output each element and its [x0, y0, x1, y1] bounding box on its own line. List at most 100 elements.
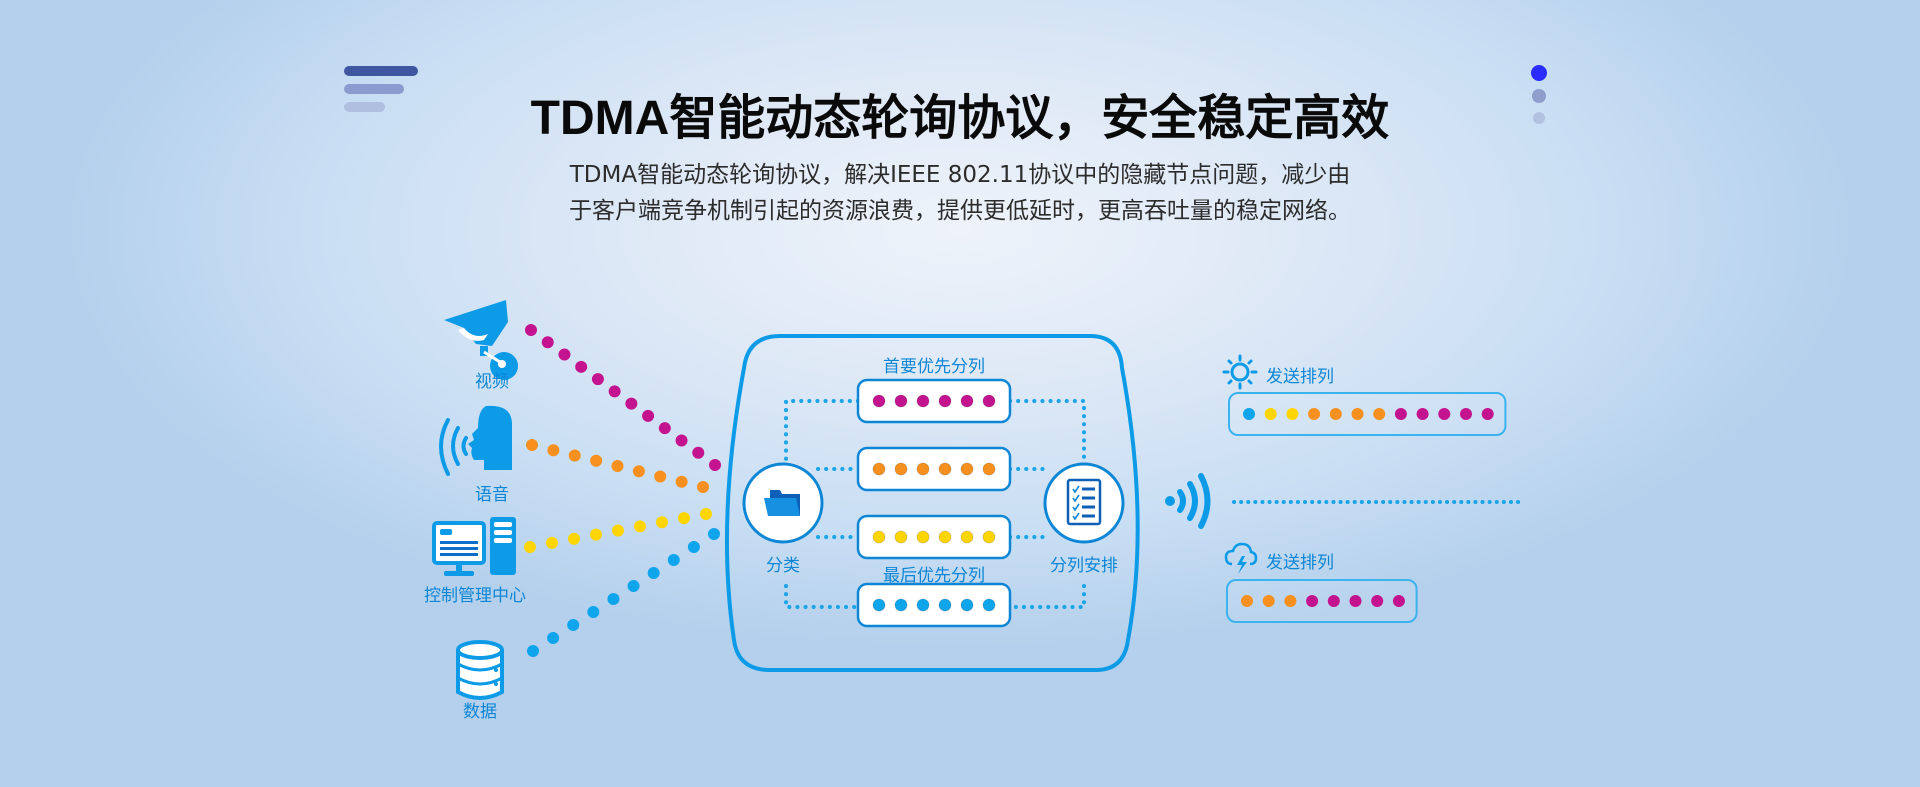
stream-packet: [700, 508, 712, 520]
send-queue-box: [1226, 579, 1418, 623]
queue-packet: [894, 462, 908, 476]
queue-data: [856, 582, 1012, 628]
queue-packet: [872, 598, 886, 612]
stream-packet: [625, 397, 638, 410]
source-stream-data: [527, 528, 720, 657]
cloud-lightning-icon: [1224, 542, 1258, 574]
page-title: TDMA智能动态轮询协议，安全稳定高效: [530, 92, 1390, 145]
speaking-head-icon: [439, 405, 512, 476]
stream-packet: [627, 580, 640, 592]
pager: [1528, 64, 1552, 128]
send-packet: [1306, 595, 1319, 607]
send-packet: [1327, 595, 1340, 607]
send-packet: [1286, 408, 1299, 420]
source-label-data: 数据: [463, 702, 497, 722]
queue-control: [856, 514, 1012, 560]
queue-box: [856, 378, 1012, 424]
arrange-label: 分列安排: [1050, 556, 1118, 576]
stream-packet: [587, 606, 600, 618]
stream-packet: [525, 324, 537, 336]
queue-packet: [960, 462, 974, 476]
stream-packet: [612, 524, 624, 537]
send-packet: [1349, 595, 1362, 607]
queue-packet: [894, 394, 908, 408]
stream-packet: [654, 470, 667, 483]
output-queues: [1226, 392, 1507, 623]
computer-icon: [432, 517, 516, 576]
stream-packet: [692, 446, 705, 459]
pager-dot-3[interactable]: [1533, 112, 1545, 124]
stream-packet: [687, 541, 700, 553]
source-stream-video: [525, 324, 721, 471]
source-stream-voice: [526, 439, 709, 493]
send-queue-1: [1228, 392, 1507, 436]
queue-box: [856, 446, 1012, 492]
stream-packet: [632, 465, 645, 478]
menu-bar-2: [344, 84, 404, 94]
checklist-icon: [1066, 478, 1102, 526]
queue-packet: [982, 462, 996, 476]
stream-packet: [675, 434, 688, 447]
stream-packet: [591, 373, 604, 386]
stream-packet: [567, 619, 580, 631]
pager-dot-2[interactable]: [1532, 89, 1546, 103]
queue-packet: [938, 530, 952, 544]
queue-video: [856, 378, 1012, 424]
scheduler-connectors: [784, 399, 1086, 609]
stream-packet: [524, 541, 536, 553]
source-label-voice: 语音: [475, 485, 509, 505]
stream-packet: [658, 422, 671, 435]
security-camera-icon: [444, 300, 518, 380]
stream-packet: [642, 409, 655, 422]
stream-packet: [709, 459, 721, 471]
arrange-node: [1043, 462, 1125, 544]
send-packet: [1371, 595, 1384, 607]
stream-packet: [526, 439, 538, 451]
source-streams: [524, 324, 721, 657]
stream-packet: [575, 360, 588, 373]
queue-packet: [916, 394, 930, 408]
send-packet: [1262, 595, 1275, 607]
stream-packet: [647, 567, 660, 579]
send-packet: [1438, 408, 1451, 420]
send-packet: [1351, 408, 1364, 420]
queue-packet: [872, 394, 886, 408]
pager-dot-1[interactable]: [1531, 65, 1547, 81]
send-packet: [1373, 408, 1386, 420]
send-queue-2: [1226, 579, 1418, 623]
queue-packet: [982, 598, 996, 612]
stream-packet: [547, 632, 560, 644]
hamburger-menu-icon[interactable]: [344, 66, 420, 116]
queue-packet: [916, 598, 930, 612]
send-packet: [1394, 408, 1407, 420]
scheduler-container: [724, 334, 1140, 672]
stream-packet: [547, 444, 560, 457]
stream-packet: [546, 536, 558, 549]
queue-packet: [872, 530, 886, 544]
queue-packet: [938, 394, 952, 408]
send-packet: [1460, 408, 1472, 420]
stream-packet: [608, 385, 621, 398]
stream-packet: [656, 516, 668, 529]
queue-packet: [960, 598, 974, 612]
stream-packet: [675, 475, 688, 488]
top-queue-label: 首要优先分列: [883, 357, 985, 377]
classify-label: 分类: [766, 556, 800, 576]
stream-packet: [634, 520, 646, 533]
send-packet: [1481, 408, 1494, 420]
stream-packet: [527, 645, 539, 657]
subtitle-line-1: TDMA智能动态轮询协议，解决IEEE 802.11协议中的隐藏节点问题，减少由: [569, 162, 1351, 188]
stream-packet: [590, 528, 602, 541]
queue-packet: [894, 598, 908, 612]
queue-voice: [856, 446, 1012, 492]
send-packet: [1308, 408, 1321, 420]
menu-bar-1: [344, 66, 418, 76]
send-packet: [1264, 408, 1277, 420]
menu-bar-3: [344, 102, 385, 112]
stream-packet: [541, 336, 554, 349]
classify-node: [742, 462, 824, 544]
stream-packet: [558, 348, 571, 361]
queue-packet: [982, 530, 996, 544]
stream-packet: [708, 528, 720, 540]
stream-packet: [697, 481, 709, 493]
